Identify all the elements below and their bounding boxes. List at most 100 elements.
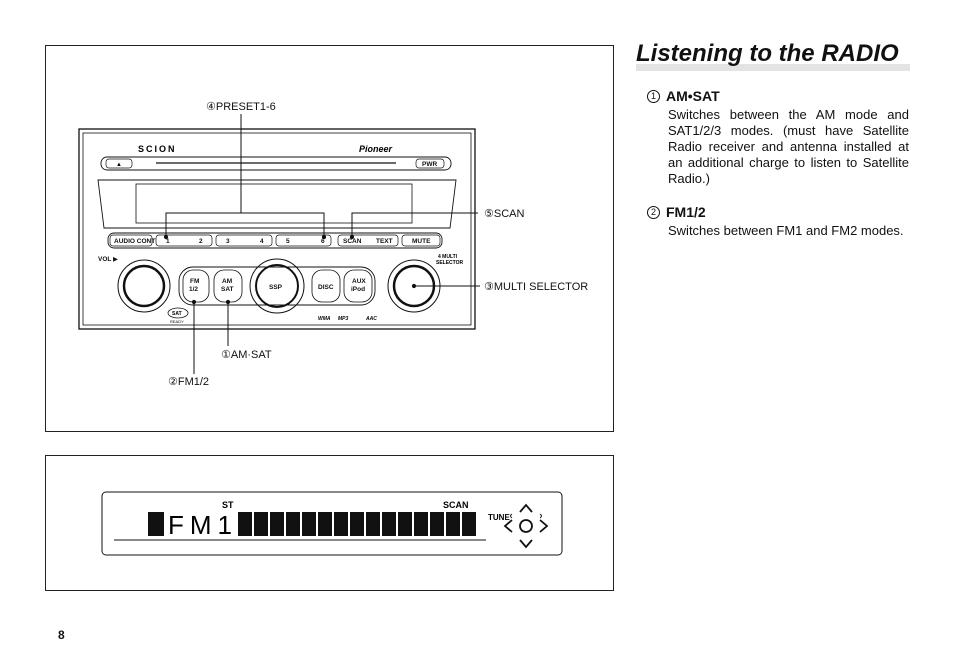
item-description: Switches between FM1 and FM2 modes. bbox=[668, 223, 904, 238]
eject-icon: ▲ bbox=[116, 162, 122, 168]
preset-2-label: 2 bbox=[199, 238, 203, 245]
preset-dot-right bbox=[321, 234, 327, 240]
lcd-tune-label: TUNE bbox=[488, 513, 510, 522]
audio-cont-label: AUDIO CONT bbox=[114, 238, 155, 245]
format-wma: WMA bbox=[318, 316, 331, 322]
lcd-segment bbox=[430, 512, 444, 536]
am-sat-dot bbox=[225, 299, 231, 305]
fm12-callout-label: ②FM1/2 bbox=[168, 376, 209, 388]
tune-joystick-icon bbox=[503, 503, 549, 549]
disc-label: DISC bbox=[318, 284, 334, 291]
sat-ready-logo bbox=[167, 307, 189, 319]
lcd-segment bbox=[334, 512, 348, 536]
sat-logo-sub: READY bbox=[170, 319, 184, 324]
lcd-segment bbox=[270, 512, 284, 536]
lcd-scan-indicator: SCAN bbox=[443, 500, 469, 510]
lcd-segment bbox=[398, 512, 412, 536]
multi-selector-dot bbox=[411, 283, 417, 289]
preset-bracket bbox=[165, 212, 325, 237]
lcd-segment bbox=[462, 512, 476, 536]
pwr-button[interactable] bbox=[415, 158, 445, 169]
preset-callout-label: ④PRESET1-6 bbox=[206, 101, 276, 113]
sat-logo-text: SAT bbox=[172, 311, 182, 317]
am-label: AM bbox=[222, 278, 232, 285]
brand-scion: SCION bbox=[138, 144, 177, 154]
preset-3-label: 3 bbox=[226, 238, 230, 245]
display-bezel bbox=[97, 179, 457, 229]
cd-slot-panel bbox=[100, 156, 452, 171]
eject-button[interactable] bbox=[105, 158, 133, 169]
item-number-badge: 2 bbox=[647, 205, 660, 219]
vol-label: VOL ▶ bbox=[98, 256, 118, 263]
item-description: Switches between the AM mode and SAT1/2/… bbox=[668, 107, 909, 186]
item-heading: AM•SAT bbox=[666, 88, 720, 104]
fm-sub-label: 1/2 bbox=[189, 286, 198, 293]
center-cluster bbox=[178, 266, 376, 306]
fm12-dot bbox=[191, 299, 197, 305]
preset-5-6-button[interactable] bbox=[275, 234, 332, 247]
item-heading: FM1/2 bbox=[666, 204, 706, 220]
aux-button[interactable] bbox=[343, 269, 373, 303]
lcd-segment bbox=[446, 512, 460, 536]
unit-outer-frame bbox=[78, 128, 476, 330]
scan-text-button[interactable] bbox=[337, 234, 399, 247]
mute-button[interactable] bbox=[401, 234, 441, 247]
button-row-panel bbox=[107, 232, 443, 249]
am-sub-label: SAT bbox=[221, 286, 234, 293]
pwr-label: PWR bbox=[422, 161, 437, 168]
item-am-sat: 1 AM•SAT Switches between the AM mode an… bbox=[647, 87, 909, 187]
lcd-segment bbox=[350, 512, 364, 536]
lcd-frame bbox=[101, 491, 563, 556]
mute-label: MUTE bbox=[412, 238, 431, 245]
lcd-segment bbox=[148, 512, 164, 536]
preset-1-2-button[interactable] bbox=[155, 234, 213, 247]
lcd-segment bbox=[382, 512, 396, 536]
preset-3-4-button[interactable] bbox=[215, 234, 273, 247]
scan-callout-label: ⑤SCAN bbox=[484, 208, 524, 220]
lcd-segment bbox=[238, 512, 252, 536]
disc-button[interactable] bbox=[311, 269, 341, 303]
lcd-segment bbox=[366, 512, 380, 536]
lcd-segment bbox=[414, 512, 428, 536]
multi-selector-callout-label: ③MULTI SELECTOR bbox=[484, 281, 588, 293]
format-mp3: MP3 bbox=[338, 316, 349, 322]
head-unit-figure: SCION Pioneer ▲ PWR AUDIO CONT 1 2 3 4 5… bbox=[45, 45, 614, 432]
lcd-segment bbox=[254, 512, 268, 536]
multi-selector-label-1: 4 MULTI bbox=[438, 254, 458, 260]
page-number: 8 bbox=[58, 628, 65, 642]
ssp-knob-ring bbox=[249, 258, 305, 314]
scan-callout-line bbox=[351, 212, 478, 237]
item-fm12: 2 FM1/2 Switches between FM1 and FM2 mod… bbox=[647, 203, 909, 239]
lcd-segment bbox=[302, 512, 316, 536]
preset-1-label: 1 bbox=[166, 238, 170, 245]
ssp-button[interactable] bbox=[255, 264, 299, 308]
format-aac: AAC bbox=[365, 316, 377, 322]
display-figure: ST SCAN FM1 TUNE bbox=[45, 455, 614, 591]
fm-label: FM bbox=[190, 278, 199, 285]
lcd-st-indicator: ST bbox=[222, 500, 234, 510]
preset-dot-left bbox=[163, 234, 169, 240]
page-title: Listening to the RADIO bbox=[636, 40, 910, 71]
scan-label: SCAN bbox=[343, 238, 362, 245]
lcd-main-text: FM1 bbox=[168, 510, 238, 540]
lcd-segment bbox=[286, 512, 300, 536]
vol-knob-ring bbox=[117, 259, 171, 313]
audio-cont-button[interactable] bbox=[109, 234, 153, 247]
multi-selector-label-2: SELECTOR bbox=[436, 260, 464, 266]
lcd-segment bbox=[318, 512, 332, 536]
lcd-segments bbox=[148, 512, 164, 536]
item-number-badge: 1 bbox=[647, 89, 660, 103]
am-sat-callout-label: ①AM·SAT bbox=[221, 349, 272, 361]
vol-knob[interactable] bbox=[122, 264, 166, 308]
text-label: TEXT bbox=[376, 238, 393, 245]
preset-4-label: 4 bbox=[260, 238, 264, 245]
ssp-label: SSP bbox=[269, 284, 283, 291]
preset-6-label: 6 bbox=[321, 238, 325, 245]
lcd-segments-right bbox=[238, 512, 476, 536]
head-unit-illustration: SCION Pioneer ▲ PWR AUDIO CONT 1 2 3 4 5… bbox=[78, 101, 588, 388]
display-window bbox=[135, 183, 413, 224]
scan-dot bbox=[349, 234, 355, 240]
aux-label: AUX bbox=[352, 278, 366, 285]
preset-5-label: 5 bbox=[286, 238, 290, 245]
aux-sub-label: iPod bbox=[351, 286, 365, 293]
